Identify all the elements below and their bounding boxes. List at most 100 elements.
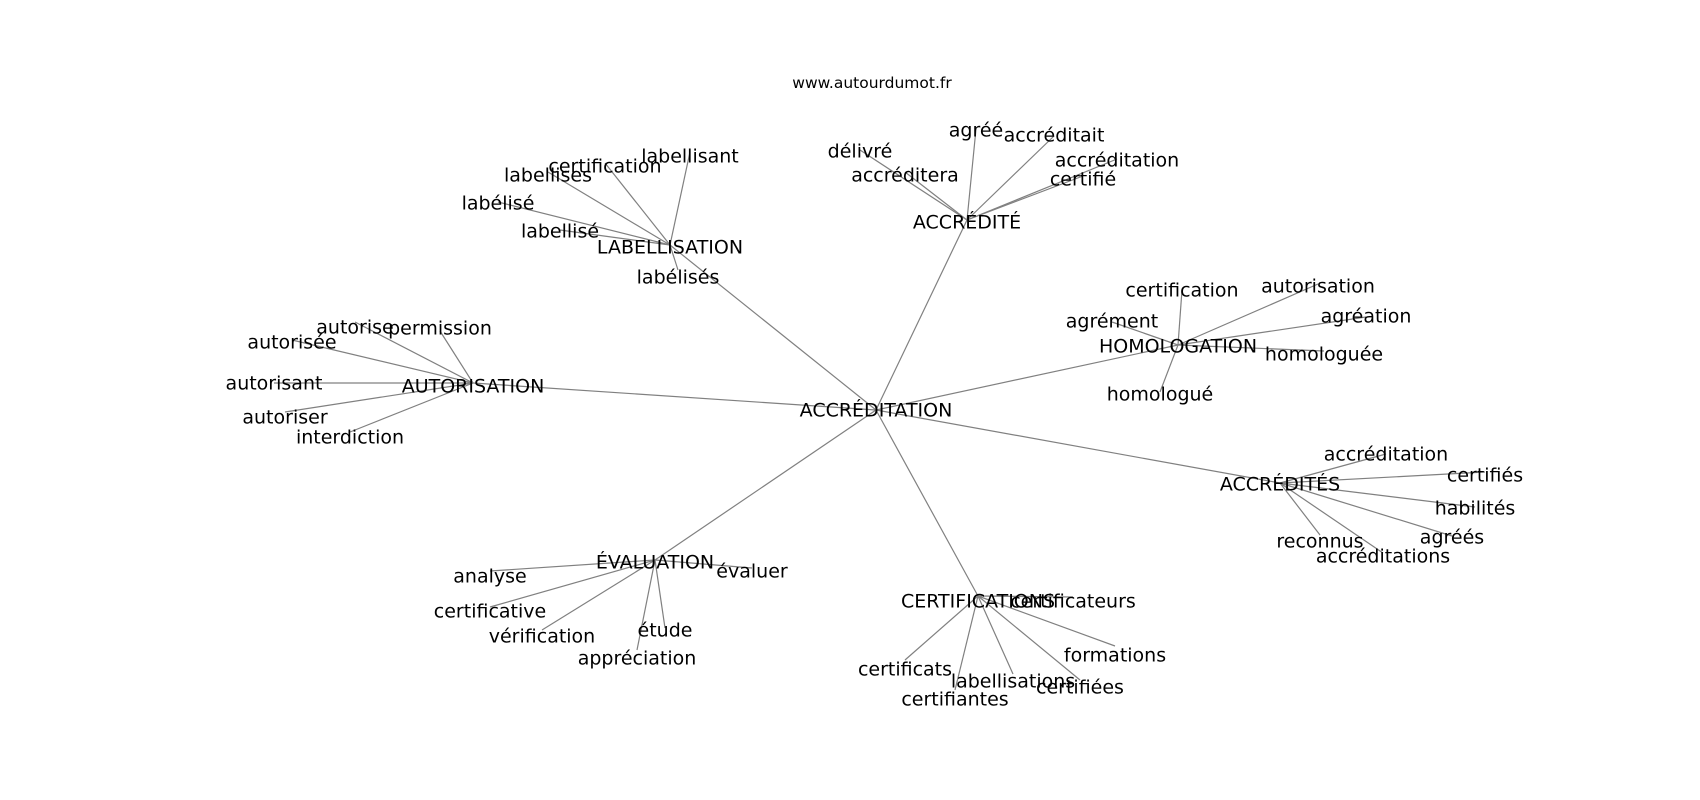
word-node-autorise: autorise — [316, 317, 393, 339]
edge-accredites-certifies — [1279, 471, 1486, 484]
edge-homologation-certification — [1177, 289, 1183, 346]
word-node-certification: certification — [1125, 280, 1238, 302]
edge-accredites-accreditation — [1279, 453, 1387, 484]
edge-autorisation-autoriser — [284, 382, 474, 413]
edge-certifications-certifiees — [977, 595, 1081, 681]
word-node-certificative: certificative — [434, 601, 546, 623]
word-node-appreciation: appréciation — [578, 648, 697, 670]
edge-homologation-homologuee — [1177, 344, 1325, 352]
edge-homologation-agreation — [1177, 316, 1367, 346]
word-node-analyse: analyse — [453, 566, 526, 588]
word-node-verification: vérification — [489, 626, 595, 648]
edge-certifications-certificats — [904, 595, 979, 661]
edge-accredite-delivre — [859, 149, 968, 221]
hub-node-autorisation: AUTORISATION — [402, 376, 545, 398]
word-node-autorisation: autorisation — [1261, 276, 1375, 298]
word-node-certifiees: certifiées — [1036, 677, 1124, 699]
edge-center-evaluation — [654, 409, 877, 561]
hub-node-homologation: HOMOLOGATION — [1099, 336, 1257, 358]
edge-homologation-agrement — [1111, 321, 1179, 346]
edge-accredites-accreditations — [1279, 482, 1384, 554]
word-node-formations: formations — [1064, 645, 1166, 667]
word-node-etude: étude — [638, 620, 693, 642]
edge-accredite-agree — [966, 128, 977, 221]
edge-labellisation-labellises — [547, 171, 671, 246]
edge-labellisation-labellisant — [669, 151, 691, 246]
edge-center-labellisation — [669, 244, 877, 411]
edge-accredites-agrees — [1279, 482, 1453, 537]
edge-certifications-labellisations — [977, 595, 1014, 675]
edge-accredite-accreditation — [966, 158, 1118, 221]
word-node-labellise: labellisé — [521, 221, 599, 243]
edge-evaluation-evaluer — [654, 559, 753, 569]
word-node-certification: certification — [548, 156, 661, 178]
edge-center-certifications — [875, 409, 979, 597]
hub-node-certifications: CERTIFICATIONS — [901, 591, 1055, 613]
edge-evaluation-analyse — [489, 559, 656, 572]
word-node-certifiantes: certifiantes — [901, 689, 1008, 711]
edge-accredite-certifie — [966, 175, 1084, 221]
word-node-agrees: agréés — [1420, 527, 1484, 549]
edge-homologation-autorisation — [1177, 283, 1319, 346]
word-node-labellises: labellises — [504, 165, 592, 187]
edge-labellisation-labellise — [559, 229, 671, 246]
edge-labellisation-labelises — [669, 244, 679, 271]
word-node-certificats: certificats — [858, 659, 952, 681]
edge-accredites-habilites — [1279, 482, 1476, 508]
edge-accredite-accreditera — [904, 171, 968, 221]
word-node-labelises: labélisés — [637, 267, 720, 289]
word-node-reconnus: reconnus — [1276, 531, 1363, 553]
word-node-labellisant: labellisant — [641, 146, 739, 168]
edge-autorisation-permission — [439, 330, 474, 384]
hub-node-accredites: ACCRÉDITÉS — [1220, 473, 1340, 496]
edge-center-homologation — [875, 344, 1179, 411]
edge-accredite-accreditait — [966, 135, 1055, 221]
word-node-autorisant: autorisant — [226, 373, 323, 395]
word-node-homologuee: homologuée — [1265, 344, 1383, 366]
word-node-autorisee: autorisée — [247, 332, 336, 354]
edge-center-accredites — [875, 409, 1281, 484]
edge-evaluation-appreciation — [636, 559, 656, 651]
edge-labellisation-certification — [604, 162, 671, 246]
edge-certifications-certifiantes — [954, 595, 979, 691]
center-node-accreditation: ACCRÉDITATION — [800, 399, 953, 422]
graph-edges — [274, 128, 1486, 691]
hub-node-labellisation: LABELLISATION — [597, 237, 743, 259]
word-node-accreditait: accréditait — [1004, 125, 1105, 147]
edge-center-autorisation — [472, 382, 877, 411]
edge-autorisation-interdiction — [349, 382, 474, 433]
word-node-agrement: agrément — [1066, 311, 1158, 333]
word-node-accreditation: accréditation — [1324, 444, 1448, 466]
word-node-certifie: certifié — [1050, 169, 1116, 191]
word-node-agree: agréé — [949, 120, 1003, 142]
word-node-autoriser: autoriser — [242, 407, 327, 429]
edge-certifications-formations — [977, 595, 1116, 647]
word-node-accreditation: accréditation — [1055, 150, 1179, 172]
word-node-permission: permission — [388, 318, 492, 340]
edge-autorisation-autorisee — [291, 339, 474, 384]
word-node-habilites: habilités — [1435, 498, 1516, 520]
word-node-certifies: certifiés — [1447, 465, 1523, 487]
word-node-certificateurs: certificateurs — [1010, 591, 1136, 613]
word-node-labellisations: labellisations — [951, 671, 1075, 693]
word-node-accreditations: accréditations — [1316, 546, 1450, 568]
word-node-agreation: agréation — [1321, 306, 1412, 328]
edge-autorisation-autorise — [354, 321, 474, 384]
word-node-labelise: labélisé — [462, 193, 535, 215]
edge-accredites-reconnus — [1279, 482, 1321, 536]
edge-evaluation-certificative — [489, 559, 656, 608]
site-credit: www.autourdumot.fr — [792, 74, 952, 92]
word-node-delivre: délivré — [828, 141, 893, 163]
word-node-homologue: homologué — [1107, 384, 1214, 406]
edge-labellisation-labelise — [497, 201, 671, 246]
word-node-evaluer: évaluer — [716, 561, 788, 583]
edge-homologation-homologue — [1159, 344, 1179, 393]
edge-evaluation-etude — [654, 559, 666, 629]
edge-evaluation-verification — [541, 559, 656, 631]
word-node-accreditera: accréditera — [851, 165, 959, 187]
edge-center-accredite — [875, 219, 968, 411]
edge-certifications-certificateurs — [977, 595, 1074, 598]
word-node-interdiction: interdiction — [296, 427, 404, 449]
graph-labels: www.autourdumot.fr labellisantcertificat… — [226, 74, 1524, 711]
